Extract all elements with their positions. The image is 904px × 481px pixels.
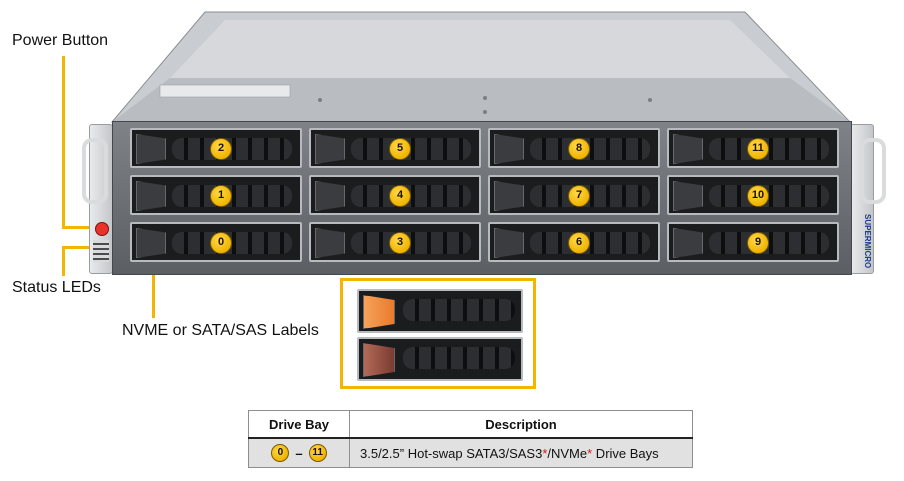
drive-bay-7[interactable]: 7 xyxy=(488,175,660,215)
drive-latch-icon xyxy=(673,134,703,164)
bay-number-badge: 7 xyxy=(568,185,590,207)
power-button[interactable] xyxy=(95,222,109,236)
drive-latch-icon xyxy=(494,228,524,258)
drive-grill xyxy=(530,138,650,160)
drive-grill xyxy=(351,232,471,254)
drive-bay-1[interactable]: 1 xyxy=(130,175,302,215)
drive-bay-5[interactable]: 5 xyxy=(309,128,481,168)
drive-grill xyxy=(530,232,650,254)
drive-bay-8[interactable]: 8 xyxy=(488,128,660,168)
brand-logo: SUPERMICRO xyxy=(863,214,872,269)
nvme-drive-tray xyxy=(357,289,523,333)
desc-part-c: Drive Bays xyxy=(592,445,659,461)
drive-latch-icon xyxy=(136,228,166,258)
status-leds-callout: Status LEDs xyxy=(12,279,101,296)
right-handle-icon[interactable] xyxy=(860,138,886,204)
drive-bay-9[interactable]: 9 xyxy=(667,222,839,262)
drive-bay-table: Drive Bay Description 0–11 3.5/2.5” Hot-… xyxy=(248,410,693,468)
drive-latch-icon xyxy=(136,181,166,211)
status-leds-icon xyxy=(93,240,109,262)
drive-grill xyxy=(172,138,292,160)
drive-latch-icon xyxy=(136,134,166,164)
drive-bay-6[interactable]: 6 xyxy=(488,222,660,262)
leds-leader-horizontal xyxy=(62,246,98,249)
range-dash: – xyxy=(295,445,303,461)
bay-number-badge: 11 xyxy=(747,138,769,160)
asterisk-2: * xyxy=(587,445,593,461)
leds-leader-vertical xyxy=(62,246,65,276)
power-button-callout: Power Button xyxy=(12,32,109,49)
drive-bay-10[interactable]: 10 xyxy=(667,175,839,215)
desc-part-a: 3.5/2.5” Hot-swap SATA3/SAS3 xyxy=(360,445,543,461)
drive-grill xyxy=(709,138,829,160)
desc-part-b: /NVMe xyxy=(547,445,588,461)
header-drive-bay: Drive Bay xyxy=(248,410,350,439)
sata-sas-label-tag-icon xyxy=(363,343,395,377)
drive-bay-description: 3.5/2.5” Hot-swap SATA3/SAS3*/NVMe* Driv… xyxy=(349,437,693,468)
drive-bay-11[interactable]: 11 xyxy=(667,128,839,168)
bay-to-badge: 11 xyxy=(308,444,327,462)
drive-latch-icon xyxy=(315,228,345,258)
bay-number-badge: 4 xyxy=(389,185,411,207)
left-handle-icon[interactable] xyxy=(82,138,108,204)
drive-bay-range: 0–11 xyxy=(248,437,350,468)
drive-latch-icon xyxy=(494,181,524,211)
drive-latch-icon xyxy=(315,134,345,164)
power-leader-horizontal xyxy=(62,226,98,229)
bay-number-badge: 6 xyxy=(568,232,590,254)
drive-latch-icon xyxy=(673,228,703,258)
drive-bay-0[interactable]: 0 xyxy=(130,222,302,262)
drive-grill xyxy=(403,299,515,321)
drive-bay-3[interactable]: 3 xyxy=(309,222,481,262)
bay-number-badge: 5 xyxy=(389,138,411,160)
drive-grill xyxy=(709,185,829,207)
drive-grill xyxy=(351,138,471,160)
sata-sas-drive-tray xyxy=(357,337,523,381)
bay-number-badge: 8 xyxy=(568,138,590,160)
drive-grill xyxy=(172,185,292,207)
drive-bay-2[interactable]: 2 xyxy=(130,128,302,168)
drive-label-inset xyxy=(340,278,536,389)
header-description: Description xyxy=(349,410,693,439)
table-row: 0–11 3.5/2.5” Hot-swap SATA3/SAS3*/NVMe*… xyxy=(248,437,693,468)
drive-labels-callout: NVME or SATA/SAS Labels xyxy=(122,322,319,339)
labels-leader-vertical xyxy=(152,240,155,318)
asterisk-1: * xyxy=(542,445,548,461)
drive-grill xyxy=(351,185,471,207)
table-header-row: Drive Bay Description xyxy=(248,410,693,439)
bay-number-badge: 2 xyxy=(210,138,232,160)
drive-latch-icon xyxy=(315,181,345,211)
drive-grill xyxy=(709,232,829,254)
drive-grill xyxy=(172,232,292,254)
drive-latch-icon xyxy=(494,134,524,164)
drive-grill xyxy=(403,347,515,369)
bay-number-badge: 3 xyxy=(389,232,411,254)
drive-grill xyxy=(530,185,650,207)
bay-number-badge: 10 xyxy=(747,185,769,207)
drive-latch-icon xyxy=(673,181,703,211)
power-leader-vertical xyxy=(62,56,65,228)
bay-number-badge: 0 xyxy=(210,232,232,254)
front-panel: 2 1 0 5 4 3 8 7 6 11 10 9 xyxy=(112,121,852,275)
bay-number-badge: 9 xyxy=(747,232,769,254)
nvme-label-tag-icon xyxy=(363,295,395,329)
bay-number-badge: 1 xyxy=(210,185,232,207)
drive-bay-4[interactable]: 4 xyxy=(309,175,481,215)
bay-from-badge: 0 xyxy=(271,444,290,462)
